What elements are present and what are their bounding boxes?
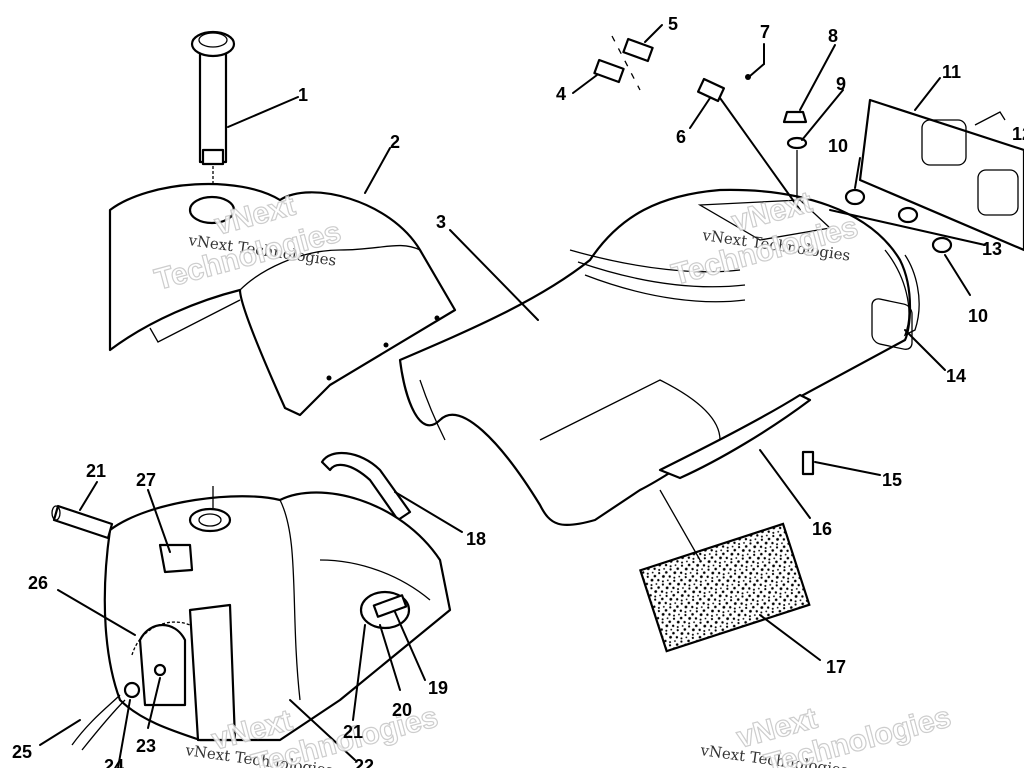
callout-8: 8 bbox=[828, 26, 838, 46]
callout-numbers: 1 2 3 4 5 6 7 8 9 10 10 11 12 13 14 15 1… bbox=[12, 14, 1024, 768]
part-hood-cover bbox=[108, 182, 457, 417]
callout-19: 19 bbox=[428, 678, 448, 698]
part-fuel-hose bbox=[71, 681, 141, 751]
callout-6: 6 bbox=[676, 127, 686, 147]
part-filler-neck bbox=[190, 30, 236, 200]
callout-1: 1 bbox=[298, 85, 308, 105]
callout-22: 22 bbox=[354, 756, 374, 768]
part-trim-strip bbox=[320, 451, 412, 522]
callout-2: 2 bbox=[390, 132, 400, 152]
part-tail-frame bbox=[858, 98, 1024, 350]
callout-12: 12 bbox=[1012, 124, 1024, 144]
part-vent-hose bbox=[51, 504, 114, 540]
leader-lines bbox=[39, 24, 986, 768]
callout-27: 27 bbox=[136, 470, 156, 490]
callout-16: 16 bbox=[812, 519, 832, 539]
callout-13: 13 bbox=[982, 239, 1002, 259]
callout-20: 20 bbox=[392, 700, 412, 720]
callout-9: 9 bbox=[836, 74, 846, 94]
part-foam-pad bbox=[638, 522, 811, 653]
callout-23: 23 bbox=[136, 736, 156, 756]
callout-26: 26 bbox=[28, 573, 48, 593]
callout-15: 15 bbox=[882, 470, 902, 490]
callout-7: 7 bbox=[760, 22, 770, 42]
callout-21: 21 bbox=[343, 722, 363, 742]
callout-21: 21 bbox=[86, 461, 106, 481]
callout-18: 18 bbox=[466, 529, 486, 549]
callout-24: 24 bbox=[104, 756, 124, 768]
callout-10: 10 bbox=[828, 136, 848, 156]
callout-25: 25 bbox=[12, 742, 32, 762]
callout-4: 4 bbox=[556, 84, 566, 104]
callout-17: 17 bbox=[826, 657, 846, 677]
callout-5: 5 bbox=[668, 14, 678, 34]
callout-3: 3 bbox=[436, 212, 446, 232]
callout-11: 11 bbox=[942, 62, 961, 82]
part-seat bbox=[398, 188, 920, 527]
callout-14: 14 bbox=[946, 366, 966, 386]
part-hardware bbox=[593, 35, 953, 476]
callout-10: 10 bbox=[968, 306, 988, 326]
